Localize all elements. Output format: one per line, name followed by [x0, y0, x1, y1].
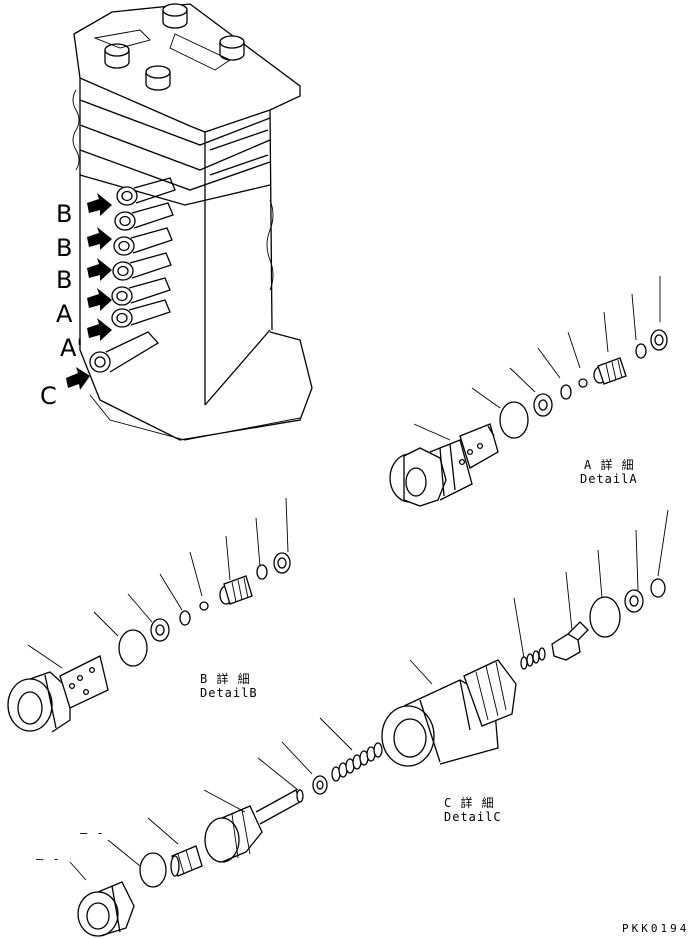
detail-a-caption-jp: A 詳 細	[584, 458, 635, 472]
detail-b-caption-jp: B 詳 細	[200, 672, 251, 686]
arrow-icon	[87, 258, 112, 281]
arrow-icon	[87, 288, 112, 311]
valve-plugs	[89, 177, 176, 373]
callout-b-3: B	[56, 266, 73, 294]
part-code: PKK0194	[622, 922, 690, 935]
arrow-icon	[66, 367, 90, 390]
detail-c-exploded	[69, 509, 669, 937]
callout-b-1: B	[56, 200, 73, 228]
detail-b-exploded	[7, 497, 291, 733]
callout-a-prime: A'	[60, 334, 84, 362]
detail-a-caption-en: DetailA	[580, 472, 638, 486]
arrow-icon	[87, 318, 112, 341]
pointer-arrows	[66, 193, 112, 390]
control-valve-body	[72, 3, 313, 441]
detail-c-caption-en: DetailC	[444, 810, 502, 824]
callout-a: A	[56, 300, 73, 328]
callout-c: C	[40, 382, 57, 410]
dash-mark-2: – -	[36, 852, 61, 866]
detail-a-exploded	[389, 276, 668, 507]
arrow-icon	[87, 193, 112, 216]
dash-mark-1: – -	[80, 826, 105, 840]
arrow-icon	[87, 227, 112, 250]
detail-c-caption-jp: C 詳 細	[444, 796, 495, 810]
detail-b-caption-en: DetailB	[200, 686, 258, 700]
callout-b-2: B	[56, 234, 73, 262]
